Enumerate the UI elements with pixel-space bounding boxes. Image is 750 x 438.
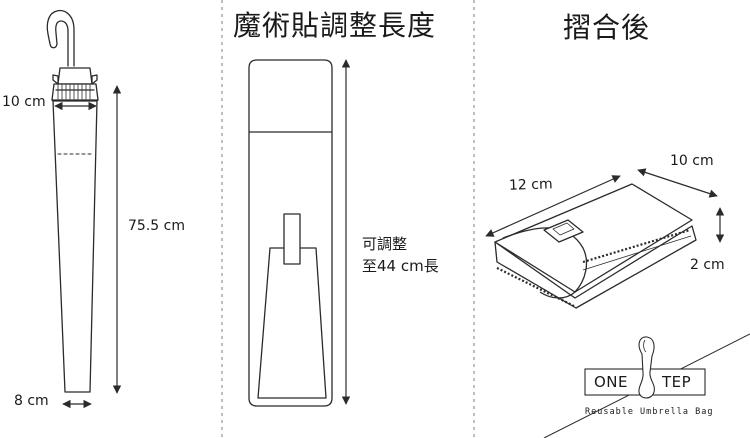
folded-length-arrow xyxy=(485,175,621,237)
footprint-logo-icon xyxy=(543,333,750,438)
logo-word-left: ONE xyxy=(594,373,629,391)
folded-height-label: 2 cm xyxy=(690,257,725,273)
logo-tagline: Reusable Umbrella Bag xyxy=(585,407,714,417)
velcro-adjust-note-line2: 至44 cm長 xyxy=(362,257,439,275)
folded-length-label: 12 cm xyxy=(508,176,553,194)
velcro-adjust-note-line1: 可調整 xyxy=(362,235,408,253)
folded-width-label: 10 cm xyxy=(670,153,714,169)
velcro-section-title: 魔術貼調整長度 xyxy=(233,9,437,42)
umbrella-bottom-width-label: 8 cm xyxy=(14,393,49,409)
umbrella-top-width-label: 10 cm xyxy=(2,94,46,110)
folded-pouch-icon xyxy=(494,183,697,309)
umbrella-length-label: 75.5 cm xyxy=(128,218,185,234)
folded-section-title: 摺合後 xyxy=(563,11,651,44)
logo-word-right: TEP xyxy=(662,373,692,391)
folded-width-arrow xyxy=(637,168,718,198)
umbrella-bag-icon xyxy=(46,9,99,393)
velcro-strap-icon xyxy=(248,59,333,407)
